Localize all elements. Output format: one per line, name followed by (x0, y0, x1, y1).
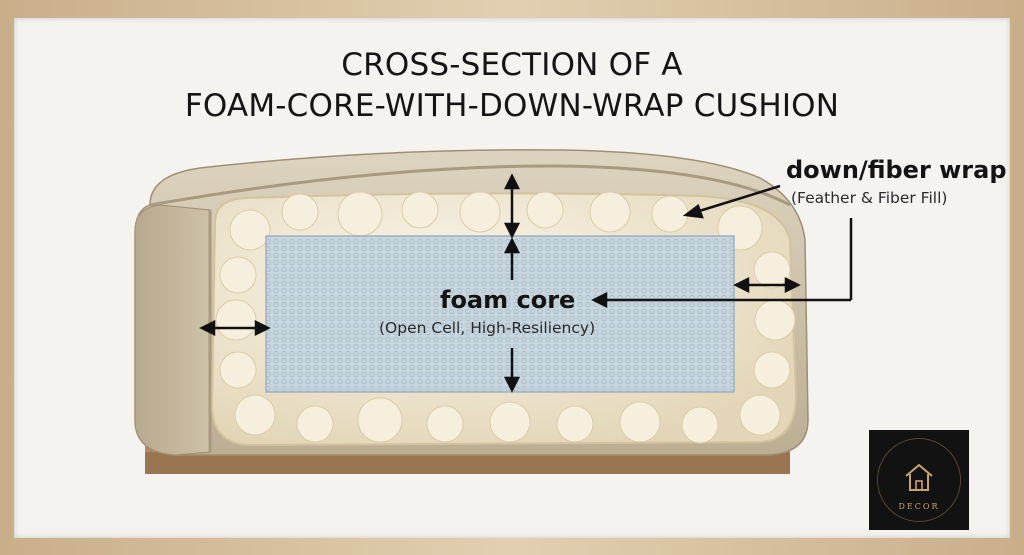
logo-text: DECOR (898, 502, 940, 511)
cushion-side-panel (134, 204, 211, 456)
house-icon (905, 463, 933, 491)
title-line-1: CROSS-SECTION OF A (341, 47, 683, 83)
wrap-sublabel: (Feather & Fiber Fill) (791, 189, 948, 207)
wrap-label: down/fiber wrap (786, 156, 1007, 184)
measurement-arrows (199, 173, 853, 393)
core-label: foam core (440, 286, 576, 314)
core-sublabel: (Open Cell, High-Resiliency) (379, 319, 596, 337)
title-line-2: FOAM-CORE-WITH-DOWN-WRAP CUSHION (184, 88, 840, 124)
decor-logo: DECOR (869, 430, 969, 530)
foam-core-block (265, 235, 735, 393)
